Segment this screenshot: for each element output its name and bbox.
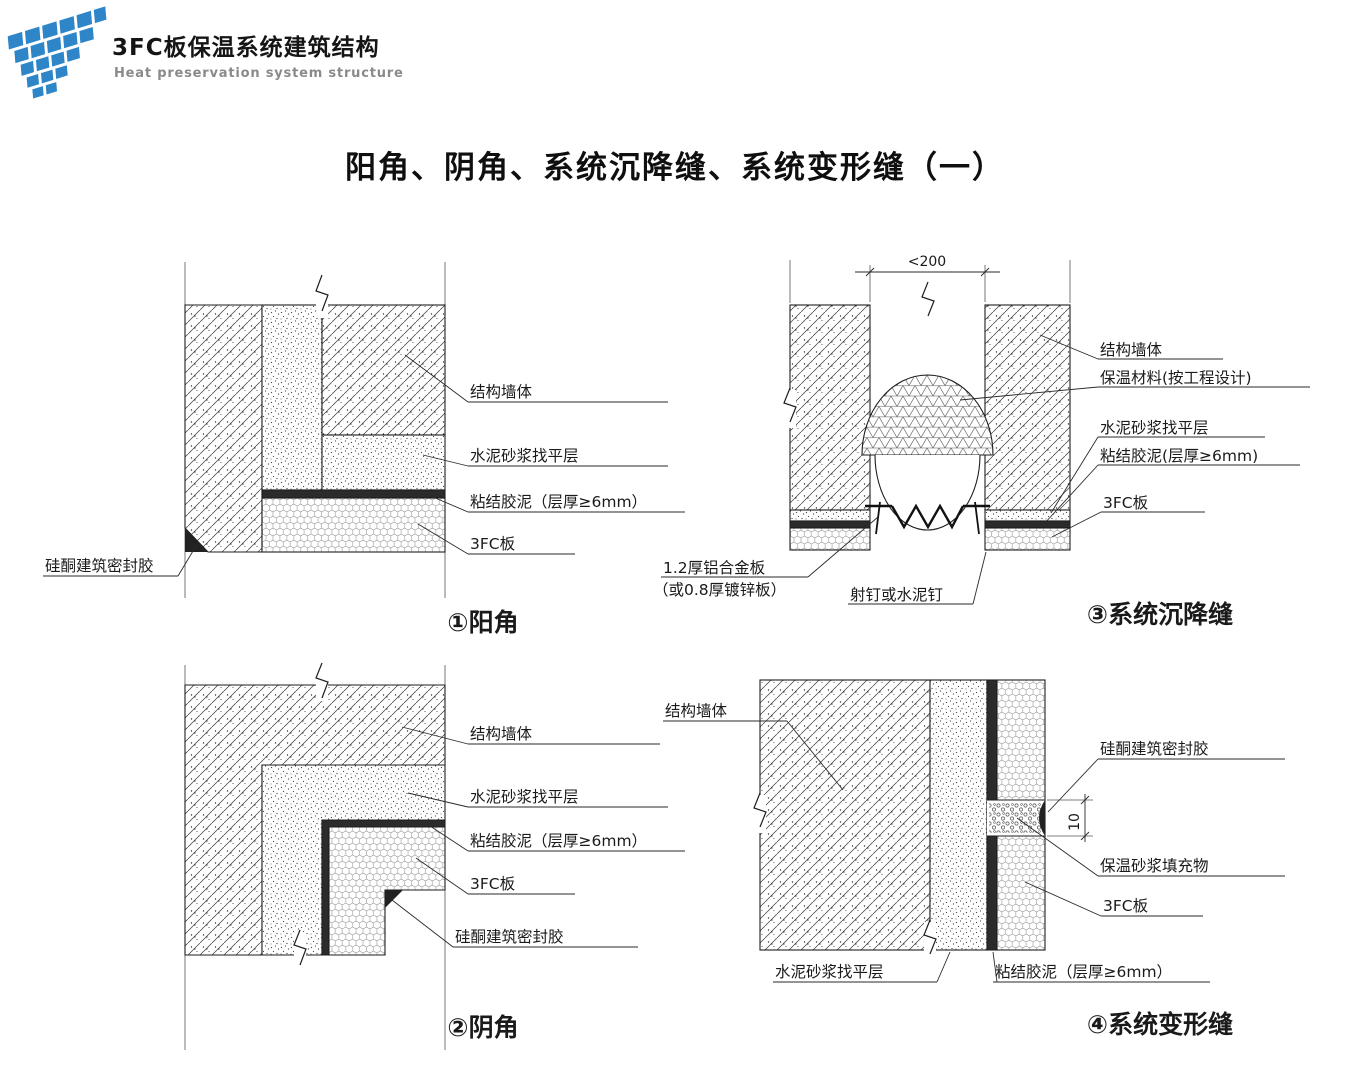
svg-text:水泥砂浆找平层: 水泥砂浆找平层: [775, 963, 884, 981]
svg-text:硅酮建筑密封胶: 硅酮建筑密封胶: [1100, 740, 1209, 758]
fc-board-region: [261, 497, 446, 553]
svg-text:粘结胶泥(层厚≥6mm): 粘结胶泥(层厚≥6mm): [1100, 447, 1258, 465]
break-line-icon: [315, 274, 329, 318]
svg-text:射钉或水泥钉: 射钉或水泥钉: [850, 586, 943, 604]
label-sealant: 硅酮建筑密封胶: [1047, 740, 1285, 813]
structural-wall-region: [789, 304, 871, 511]
svg-text:水泥砂浆找平层: 水泥砂浆找平层: [470, 447, 579, 465]
adhesive-layer-region: [789, 520, 871, 529]
structural-wall-region: [184, 304, 263, 553]
svg-text:水泥砂浆找平层: 水泥砂浆找平层: [470, 788, 579, 806]
dimension-10: 10: [1047, 794, 1093, 842]
label-adhesive-layer: 粘结胶泥（层厚≥6mm）: [992, 951, 1210, 983]
leveling-layer-region: [789, 509, 871, 522]
label-fc-board: 3FC板: [415, 857, 575, 895]
leveling-layer-region: [984, 509, 1071, 522]
nail-icon: [875, 501, 881, 535]
svg-text:10: 10: [1067, 813, 1083, 831]
diagram-settlement-joint: <200 结构墙体 保温材料(按工程设计): [653, 254, 1310, 629]
sealant-region: [1039, 800, 1045, 836]
leveling-layer-region: [929, 679, 988, 951]
svg-text:结构墙体: 结构墙体: [470, 725, 533, 743]
svg-text:硅酮建筑密封胶: 硅酮建筑密封胶: [45, 557, 154, 575]
caption-settlement-joint: ③系统沉降缝: [1087, 600, 1233, 629]
structural-wall-region: [984, 304, 1071, 511]
joint-arch: [874, 454, 981, 531]
label-structural-wall: 结构墙体: [663, 702, 844, 791]
label-adhesive-layer: 粘结胶泥(层厚≥6mm): [1043, 447, 1300, 525]
label-filler: 保温砂浆填充物: [1016, 817, 1285, 877]
label-fc-board: 3FC板: [1024, 881, 1203, 917]
metal-plate-zigzag: [865, 503, 990, 530]
break-line-icon: [315, 662, 329, 701]
svg-text:结构墙体: 结构墙体: [665, 702, 728, 720]
caption-deformation-joint: ④系统变形缝: [1087, 1010, 1233, 1039]
break-line-icon: [293, 929, 307, 968]
label-sealant: 硅酮建筑密封胶: [391, 899, 638, 948]
label-adhesive-layer: 粘结胶泥（层厚≥6mm）: [426, 823, 685, 852]
nail-icon: [974, 501, 980, 535]
label-adhesive-layer: 粘结胶泥（层厚≥6mm）: [425, 493, 685, 513]
adhesive-layer-region: [261, 489, 446, 499]
fc-board-region: [789, 527, 871, 551]
svg-text:<200: <200: [908, 254, 946, 270]
label-fc-board: 3FC板: [417, 523, 575, 555]
label-structural-wall: 结构墙体: [404, 354, 668, 403]
label-sealant: 硅酮建筑密封胶: [43, 545, 197, 577]
diagram-internal-corner: 结构墙体 水泥砂浆找平层 粘结胶泥（层厚≥6mm） 3FC板 硅酮建筑密封胶 ②…: [184, 662, 685, 1050]
svg-text:粘结胶泥（层厚≥6mm）: 粘结胶泥（层厚≥6mm）: [995, 963, 1172, 981]
company-logo: [7, 6, 107, 99]
svg-text:3FC板: 3FC板: [1103, 897, 1148, 915]
svg-text:3FC板: 3FC板: [470, 535, 515, 553]
svg-text:3FC板: 3FC板: [470, 875, 515, 893]
svg-text:粘结胶泥（层厚≥6mm）: 粘结胶泥（层厚≥6mm）: [470, 493, 647, 511]
svg-text:保温砂浆填充物: 保温砂浆填充物: [1100, 857, 1209, 875]
fc-board-region: [984, 527, 1071, 551]
header-title: 3FC板保温系统建筑结构: [112, 35, 380, 61]
sealant-region: [185, 528, 208, 552]
diagram-deformation-joint: 10 结构墙体 硅酮建筑密封胶 保温砂浆填充物 3FC板 水泥砂浆找平层: [663, 679, 1285, 1039]
label-leveling-layer: 水泥砂浆找平层: [422, 447, 668, 467]
filler-region: [989, 803, 1041, 833]
label-leveling-layer: 水泥砂浆找平层: [407, 788, 668, 808]
svg-text:硅酮建筑密封胶: 硅酮建筑密封胶: [455, 928, 564, 946]
structural-wall-region: [321, 304, 446, 436]
svg-text:1.2厚铝合金板: 1.2厚铝合金板: [663, 559, 765, 577]
label-nail: 射钉或水泥钉: [848, 551, 987, 605]
break-line-icon: [783, 387, 797, 428]
dimension-200: <200: [855, 254, 1000, 302]
label-structural-wall: 结构墙体: [401, 725, 660, 745]
sealant-region: [385, 890, 403, 908]
caption-internal-corner: ②阴角: [447, 1013, 518, 1042]
adhesive-layer-region: [984, 520, 1071, 529]
header-subtitle: Heat preservation system structure: [114, 66, 404, 81]
diagram-external-corner: 结构墙体 水泥砂浆找平层 粘结胶泥（层厚≥6mm） 3FC板 硅酮建筑密封胶 ①…: [43, 262, 685, 637]
svg-text:3FC板: 3FC板: [1103, 494, 1148, 512]
page-title: 阳角、阴角、系统沉降缝、系统变形缝（一）: [345, 150, 1005, 186]
svg-text:结构墙体: 结构墙体: [470, 383, 533, 401]
label-insulation: 保温材料(按工程设计): [959, 369, 1310, 401]
label-structural-wall: 结构墙体: [1039, 334, 1223, 360]
break-line-icon: [923, 919, 937, 958]
label-leveling-layer: 水泥砂浆找平层: [773, 951, 951, 983]
label-leveling-layer: 水泥砂浆找平层: [1050, 419, 1265, 514]
insulation-dome-region: [861, 374, 994, 456]
leveling-layer-region: [261, 304, 323, 491]
label-metal-plate: 1.2厚铝合金板 （或0.8厚镀锌板）: [653, 516, 879, 599]
svg-text:水泥砂浆找平层: 水泥砂浆找平层: [1100, 419, 1209, 437]
svg-text:（或0.8厚镀锌板）: （或0.8厚镀锌板）: [653, 581, 786, 599]
svg-text:结构墙体: 结构墙体: [1100, 341, 1163, 359]
svg-text:保温材料(按工程设计): 保温材料(按工程设计): [1100, 369, 1252, 387]
label-fc-board: 3FC板: [1051, 494, 1205, 538]
caption-external-corner: ①阳角: [447, 608, 518, 637]
svg-text:粘结胶泥（层厚≥6mm）: 粘结胶泥（层厚≥6mm）: [470, 832, 647, 850]
break-line-icon: [753, 792, 767, 833]
break-line-icon: [921, 281, 935, 317]
leveling-layer-region: [321, 434, 446, 491]
structural-wall-region: [759, 679, 931, 951]
